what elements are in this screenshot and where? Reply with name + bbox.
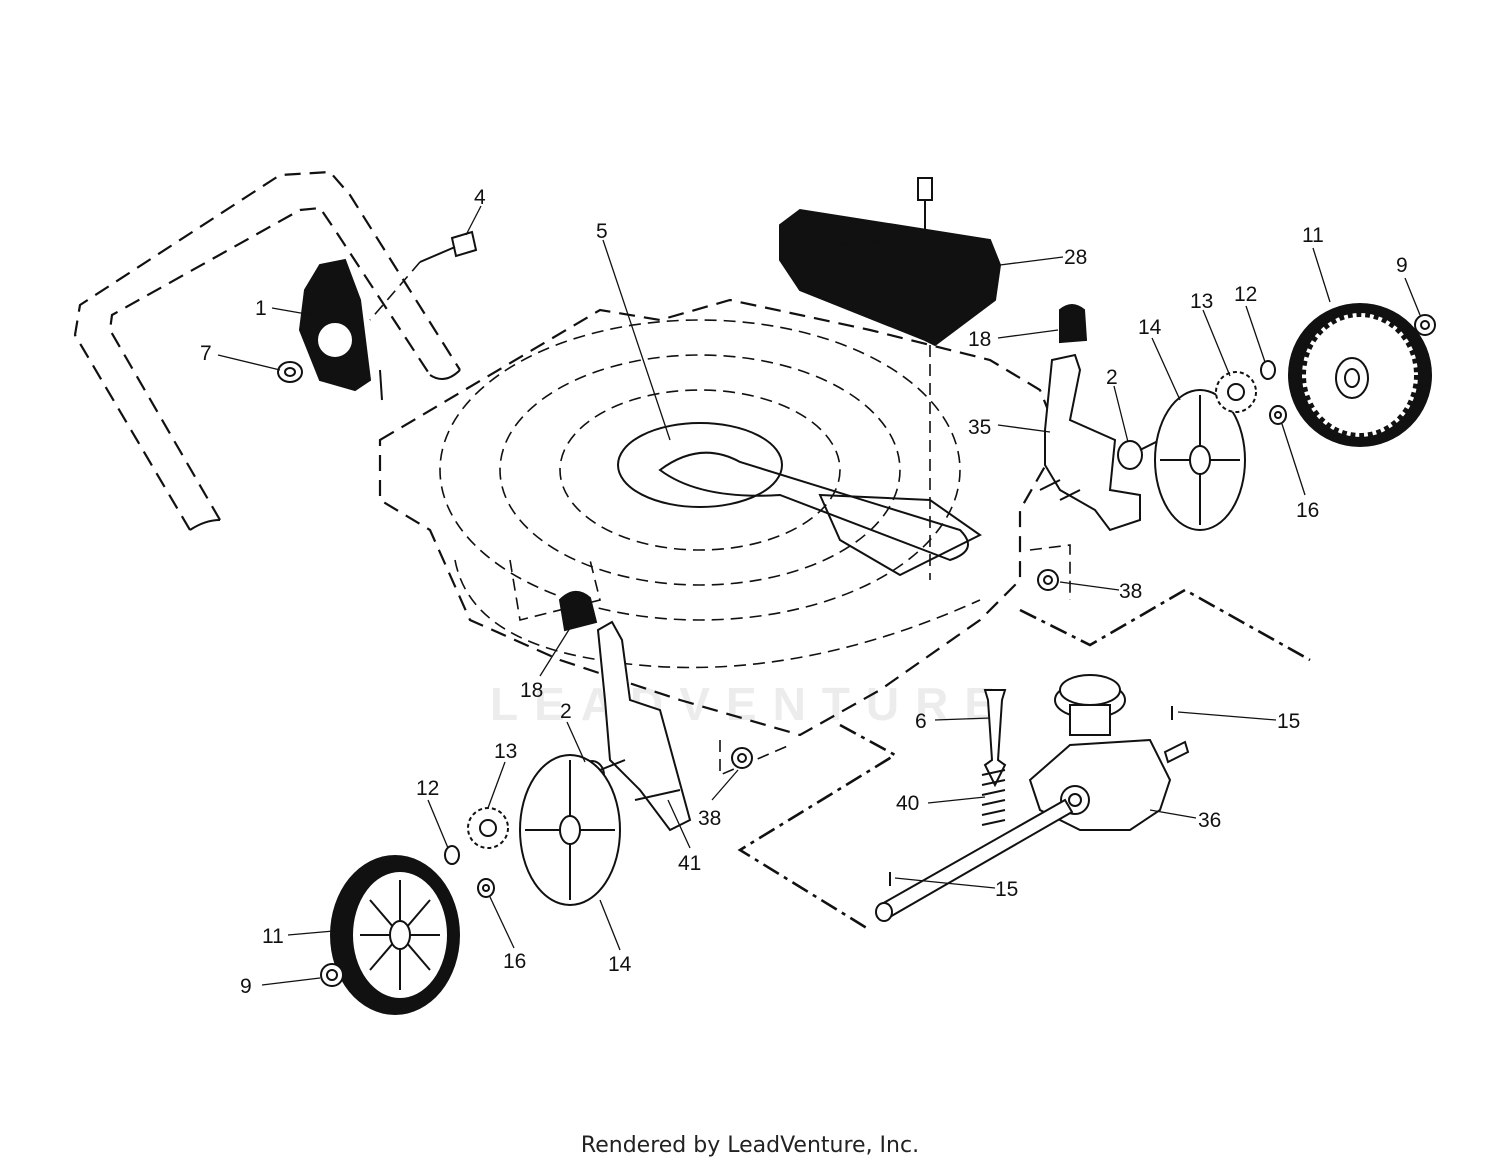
height-adjuster-left [558,591,692,832]
callout-1: 1 [255,297,267,320]
rear-cover [779,177,1002,580]
push-pin [983,689,1007,788]
gear-right [1215,371,1257,413]
callout-9-lower: 9 [240,975,252,998]
wheel-left [330,855,460,1015]
transmission [1028,674,1172,831]
callout-2-lower: 2 [560,700,572,723]
leader-lines [217,205,1421,986]
retaining-ring-left [444,845,460,865]
callout-38-upper: 38 [1119,580,1142,603]
callout-2-upper: 2 [1106,366,1118,389]
callout-9-upper: 9 [1396,254,1408,277]
callout-40: 40 [896,792,919,815]
bushing-right [1037,569,1059,591]
callout-13-upper: 13 [1190,290,1213,313]
callout-5: 5 [596,220,608,243]
callout-labels: 4 1 7 5 28 18 2 35 14 13 12 11 9 16 38 1… [200,186,1408,998]
callout-11-lower: 11 [262,925,284,948]
washer-right [1269,405,1287,425]
callout-36: 36 [1198,809,1221,832]
drive-belt [617,422,982,577]
height-adjuster-bracket [298,258,383,401]
callout-15-upper: 15 [1277,710,1300,733]
gear-left [467,807,509,849]
drive-axle [875,740,1190,922]
callout-16-lower: 16 [503,950,526,973]
nut [277,361,303,383]
wheel-cover-left [519,754,621,906]
spring [981,769,1006,826]
callout-12-upper: 12 [1234,283,1257,306]
washer-left [477,878,495,898]
callout-7: 7 [200,342,212,365]
callout-11-upper: 11 [1302,224,1324,247]
bushing-left [731,747,753,769]
assembly-phantom-lines [737,588,1311,932]
callout-4: 4 [474,186,486,209]
wheel-right [1288,303,1432,447]
callout-16-upper: 16 [1296,499,1319,522]
callout-41: 41 [678,852,701,875]
callout-18-lower: 18 [520,679,543,702]
watermark: LEADVENTURE [490,678,1011,730]
callout-15-lower: 15 [995,878,1018,901]
callout-6: 6 [915,710,927,733]
callout-14-lower: 14 [608,953,632,976]
callout-38-lower: 38 [698,807,721,830]
callout-12-lower: 12 [416,777,439,800]
handle-outline [73,170,461,531]
height-adjuster-right [1039,304,1141,532]
mower-deck-outline [378,298,1071,777]
wheel-cover-right [1154,389,1246,531]
callout-14-upper: 14 [1138,316,1162,339]
callout-35: 35 [968,416,991,439]
callout-28: 28 [1064,246,1087,269]
retaining-ring-right [1260,360,1276,380]
hex-nut-left [320,963,344,987]
callout-18-upper: 18 [968,328,991,351]
footer-credit: Rendered by LeadVenture, Inc. [580,1133,920,1158]
spacer-right [1117,434,1171,470]
hex-nut-right [1414,314,1436,336]
callout-13-lower: 13 [494,740,517,763]
bolt [369,230,478,321]
